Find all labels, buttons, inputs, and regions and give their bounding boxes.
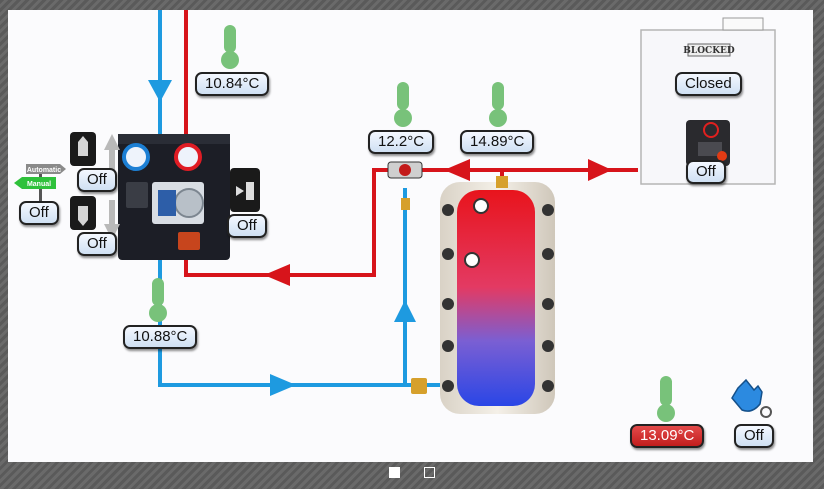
thermometer-icon bbox=[221, 25, 239, 69]
valve-temp-readout: 12.2°C bbox=[368, 130, 435, 154]
flow-arrow-down bbox=[148, 80, 172, 102]
flow-arrow-right bbox=[270, 374, 296, 396]
pager-dot-1[interactable] bbox=[389, 467, 400, 478]
thermometer-icon bbox=[489, 82, 507, 127]
tank-top-temp-readout: 14.89°C bbox=[460, 130, 535, 154]
pump-up-button-art bbox=[70, 132, 120, 174]
return-temp-readout: 10.88°C bbox=[123, 325, 198, 349]
supply-temp-readout: 10.84°C bbox=[195, 72, 270, 96]
pump-station bbox=[118, 134, 230, 260]
pager-dot-2[interactable] bbox=[424, 467, 435, 478]
boiler-state-button[interactable]: Off bbox=[686, 160, 726, 184]
mode-state-button[interactable]: Off bbox=[19, 201, 59, 225]
circulation-pump-state-button[interactable]: Off bbox=[227, 214, 267, 238]
outdoor-temp-readout: 13.09°C bbox=[630, 424, 705, 448]
mode-manual-label: Manual bbox=[27, 181, 51, 188]
flow-arrow-left bbox=[264, 264, 290, 286]
boiler-cabinet: BLOCKED bbox=[640, 17, 776, 185]
storage-tank bbox=[440, 176, 555, 414]
pump-up-state-button[interactable]: Off bbox=[77, 168, 117, 192]
manual-override-state-button[interactable]: Off bbox=[734, 424, 774, 448]
flow-arrow-left-2 bbox=[444, 159, 470, 181]
thermometer-icon bbox=[657, 376, 675, 422]
mixing-valve bbox=[387, 161, 423, 210]
circulation-switch-art bbox=[230, 168, 260, 212]
flow-arrow-up bbox=[394, 300, 416, 322]
thermometer-icon bbox=[394, 82, 412, 127]
inlet-valve bbox=[411, 378, 427, 394]
manual-override-icon[interactable] bbox=[731, 378, 772, 418]
mode-sign-art: Automatic Manual bbox=[14, 164, 66, 202]
pump-down-state-button[interactable]: Off bbox=[77, 232, 117, 256]
piping-schematic: Automatic Manual BLOC bbox=[14, 10, 776, 422]
mode-automatic-label: Automatic bbox=[27, 167, 61, 174]
page-pager bbox=[0, 465, 824, 483]
boiler-blocked-tag: BLOCKED bbox=[683, 46, 735, 56]
heating-diagram-panel: Automatic Manual BLOC bbox=[8, 10, 813, 462]
boiler-door-state-button[interactable]: Closed bbox=[675, 72, 742, 96]
thermometer-icon bbox=[149, 278, 167, 322]
flow-arrow-right-2 bbox=[588, 159, 612, 181]
